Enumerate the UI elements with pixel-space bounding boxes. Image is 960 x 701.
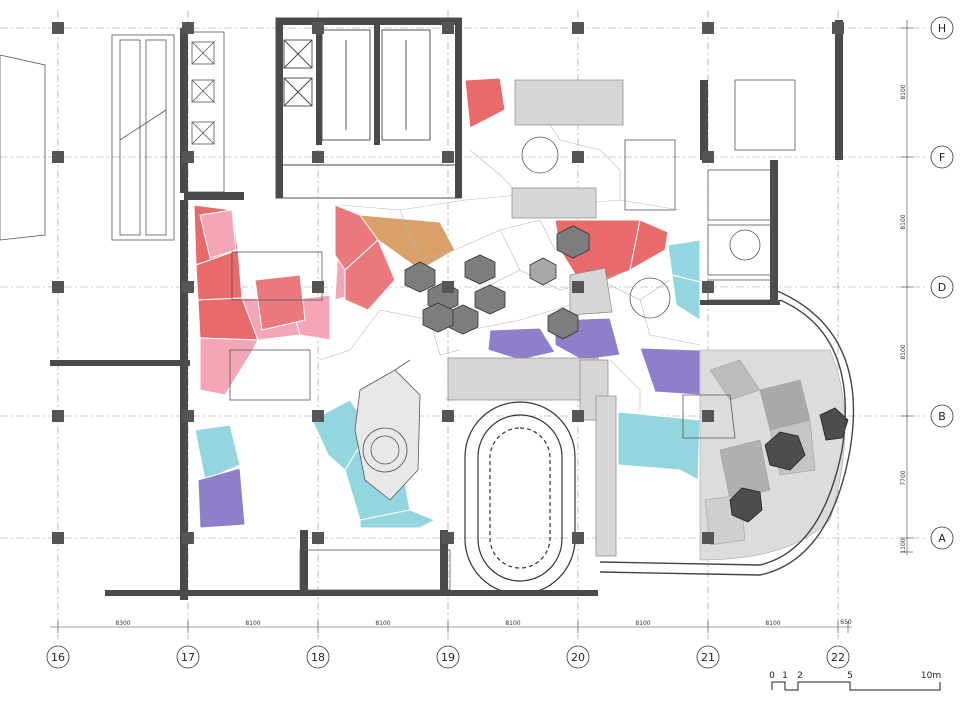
grid-col-18: 18: [311, 651, 325, 664]
scale-bar-labels: 0 1 2 5 10m: [769, 671, 941, 681]
bottom-dimension-line: [50, 621, 852, 633]
dim-right-3: 8100: [900, 344, 907, 359]
ship-structure: [354, 359, 421, 501]
counters: [447, 79, 624, 557]
zone-purple: [197, 317, 701, 529]
right-dimension-labels: 8100 8100 8100 7700 1100: [900, 84, 907, 553]
perimeter-walls: [50, 20, 843, 600]
dim-bottom-8: 650: [840, 619, 852, 626]
grid-row-a: A: [938, 532, 946, 545]
dim-bottom-6: 8100: [765, 620, 780, 627]
dim-right-4: 7700: [900, 470, 907, 485]
curved-wall: [599, 289, 855, 576]
scale-bar: [771, 681, 941, 691]
column-labels: 16 17 18 19 20 21 22: [51, 651, 845, 664]
structural-columns: [52, 22, 844, 544]
dim-bottom-1: 8300: [115, 620, 130, 627]
grid-col-20: 20: [571, 651, 585, 664]
scale-label-10m: 10m: [921, 671, 941, 681]
row-bubbles: [930, 16, 954, 550]
scale-label-0: 0: [769, 671, 775, 681]
grid-row-f: F: [939, 151, 945, 164]
dim-bottom-2: 8100: [245, 620, 260, 627]
scale-label-5: 5: [847, 671, 853, 681]
dim-bottom-4: 8100: [505, 620, 520, 627]
dim-right-5: 1100: [900, 538, 907, 553]
grid-col-22: 22: [831, 651, 845, 664]
bottom-dimension-labels: 8300 8100 8100 8100 8100 8100 8100 650: [115, 619, 852, 627]
scale-label-1: 1: [782, 671, 788, 681]
grid-row-h: H: [938, 22, 946, 35]
core-walls: [180, 18, 462, 200]
grid-row-d: D: [938, 281, 946, 294]
dim-right-2: 8100: [900, 214, 907, 229]
scale-label-2: 2: [797, 671, 803, 681]
row-labels: H F D B A: [938, 22, 946, 545]
field-holes: [729, 407, 849, 523]
core-top: [275, 17, 462, 199]
grid-col-21: 21: [701, 651, 715, 664]
running-track: [464, 401, 576, 595]
grid-col-19: 19: [441, 651, 455, 664]
interior-rooms: [229, 79, 796, 591]
column-bubbles: [46, 645, 850, 669]
right-dimension-line: [901, 20, 913, 555]
grid-col-17: 17: [181, 651, 195, 664]
dim-bottom-3: 8100: [375, 620, 390, 627]
hex-pods: [404, 225, 590, 340]
dim-bottom-5: 8100: [635, 620, 650, 627]
zone-orange: [358, 214, 456, 271]
dim-right-1: 8100: [900, 84, 907, 99]
escalator-zone: [0, 31, 225, 241]
grid-row-b: B: [938, 410, 946, 423]
zone-red-center: [254, 204, 396, 331]
grid-col-16: 16: [51, 651, 65, 664]
